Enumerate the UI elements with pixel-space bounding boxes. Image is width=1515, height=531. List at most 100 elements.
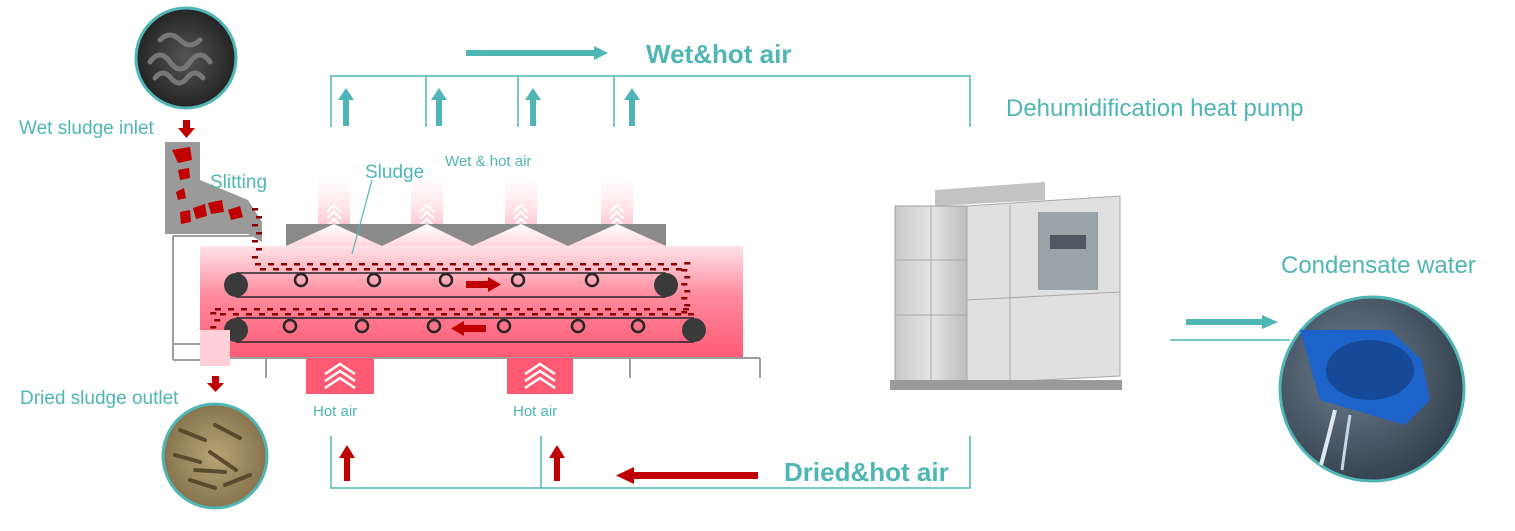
wet-hot-air-duct — [330, 75, 971, 127]
sludge-particle — [468, 268, 474, 271]
dried-hot-air-label: Dried&hot air — [784, 457, 949, 487]
sludge-particle — [280, 308, 286, 311]
sludge-particle — [644, 308, 650, 311]
sludge-particle — [210, 312, 217, 315]
up-arrow-icons-top — [338, 88, 640, 126]
hot-air-inlet-2 — [507, 358, 573, 394]
sludge-particle — [683, 308, 689, 311]
sludge-particle — [675, 313, 681, 316]
sludge-particle — [298, 313, 304, 316]
dehumidification-heat-pump-machine — [890, 182, 1122, 390]
sludge-particle — [507, 268, 513, 271]
sludge-particle — [605, 308, 611, 311]
sludge-particle — [428, 313, 434, 316]
sludge-particle — [455, 268, 461, 271]
sludge-particle — [566, 308, 572, 311]
wet-sludge-photo — [134, 6, 238, 110]
sludge-particle — [658, 263, 664, 266]
sludge-particle — [676, 268, 682, 271]
sludge-particle — [437, 263, 443, 266]
sludge-particle — [481, 268, 487, 271]
sludge-particle — [488, 308, 494, 311]
slitting-hopper — [165, 142, 262, 242]
sludge-particle — [681, 269, 688, 272]
sludge-particle — [436, 308, 442, 311]
sludge-particle — [423, 308, 429, 311]
wet-hot-air-arrow-icon — [466, 46, 608, 60]
sludge-particle — [332, 308, 338, 311]
sludge-particle — [294, 263, 300, 266]
sludge-particle — [493, 313, 499, 316]
sludge-particle — [567, 263, 573, 266]
hot-air-label-2: Hot air — [513, 403, 558, 420]
sludge-particle — [611, 268, 617, 271]
sludge-particle — [606, 263, 612, 266]
sludge-particle — [663, 268, 669, 271]
sludge-particle — [285, 313, 291, 316]
wet-hot-air-top-label: Wet&hot air — [646, 39, 792, 69]
hot-air-label-1: Hot air — [313, 403, 358, 420]
sludge-particle — [268, 263, 274, 266]
sludge-label: Sludge — [365, 162, 425, 183]
sludge-leader-line — [351, 179, 373, 255]
sludge-particle — [320, 263, 326, 266]
sludge-particle — [397, 308, 403, 311]
sludge-particle — [502, 263, 508, 266]
sludge-particle — [256, 216, 262, 219]
sludge-particle — [650, 268, 656, 271]
sludge-particle — [416, 268, 422, 271]
sludge-particle — [571, 313, 577, 316]
sludge-particle — [299, 268, 305, 271]
sludge-particle — [623, 313, 629, 316]
sludge-particle — [545, 313, 551, 316]
sludge-particle — [454, 313, 460, 316]
sludge-particle — [376, 313, 382, 316]
sludge-particle — [256, 248, 262, 251]
dryer-body — [200, 246, 743, 358]
sludge-particle — [619, 263, 625, 266]
sludge-particle — [528, 263, 534, 266]
sludge-particle — [463, 263, 469, 266]
sludge-particle — [597, 313, 603, 316]
sludge-particle — [681, 283, 688, 286]
condensate-water-label: Condensate water — [1281, 252, 1476, 279]
sludge-particle — [449, 308, 455, 311]
condensate-arrow-icon — [1186, 315, 1278, 329]
sludge-particle — [684, 262, 691, 265]
sludge-particle — [324, 313, 330, 316]
sludge-particle — [441, 313, 447, 316]
sludge-particle — [364, 268, 370, 271]
sludge-particle — [415, 313, 421, 316]
sludge-particle — [384, 308, 390, 311]
sludge-particle — [580, 263, 586, 266]
sludge-particle — [385, 263, 391, 266]
sludge-particle — [467, 313, 473, 316]
sludge-particle — [553, 308, 559, 311]
sludge-particle — [371, 308, 377, 311]
sludge-particle — [475, 308, 481, 311]
sludge-particle — [255, 263, 261, 266]
sludge-particle — [272, 313, 278, 316]
sludge-particle — [350, 313, 356, 316]
sludge-particle — [377, 268, 383, 271]
sludge-particle — [527, 308, 533, 311]
sludge-particle — [494, 268, 500, 271]
sludge-particle — [684, 290, 691, 293]
sludge-particle — [293, 308, 299, 311]
sludge-particle — [515, 263, 521, 266]
sludge-particle — [210, 326, 217, 329]
sludge-particle — [462, 308, 468, 311]
wet-sludge-inlet-label: Wet sludge inlet — [19, 118, 154, 139]
sludge-particle — [312, 268, 318, 271]
sludge-particle — [662, 313, 668, 316]
sludge-particle — [593, 263, 599, 266]
sludge-particle — [688, 313, 694, 316]
sludge-particle — [252, 256, 258, 259]
sludge-particle — [554, 263, 560, 266]
sludge-particle — [228, 308, 234, 311]
wet-sludge-inlet-arrow-icon — [178, 120, 195, 138]
sludge-particle — [645, 263, 651, 266]
sludge-particle — [514, 308, 520, 311]
steam-plumes — [318, 165, 633, 227]
